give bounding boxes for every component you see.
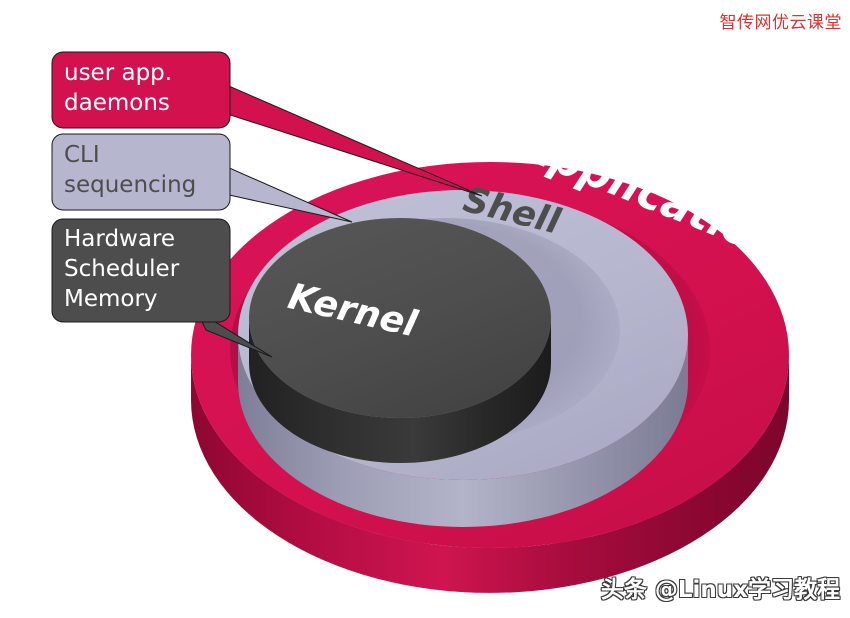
kernel-side-wall <box>249 318 551 463</box>
application-side-wall <box>191 355 789 593</box>
shell-side-wall <box>238 335 688 527</box>
watermark-bottom-right: 头条 @Linux学习教程 <box>600 577 840 603</box>
layer-kernel[interactable] <box>249 218 551 463</box>
kernel-callout-box[interactable] <box>51 218 231 323</box>
kernel-top-face <box>249 218 551 418</box>
application-callout-box[interactable] <box>51 51 231 129</box>
watermark-top-right: 智传网优云课堂 <box>719 13 842 33</box>
application-callout-tail <box>214 79 483 197</box>
shell-callout-box[interactable] <box>51 133 231 211</box>
